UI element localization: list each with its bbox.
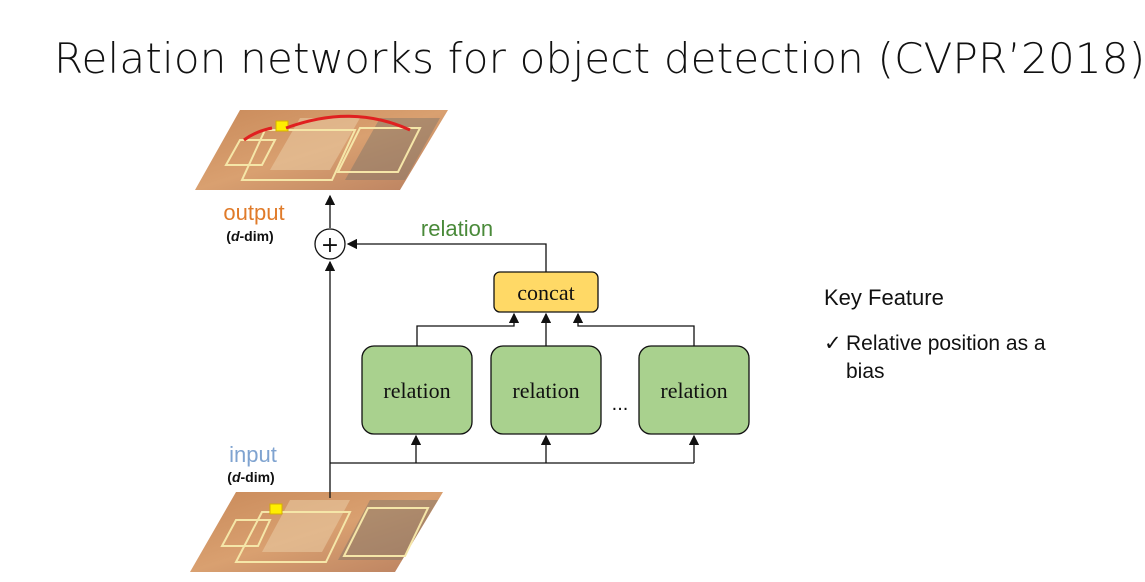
relation-module-2: relation (490, 345, 602, 435)
output-dim-label: (d-dim) (226, 228, 273, 244)
input-feature-image (190, 492, 443, 572)
key-feature-text: Relative position as a bias (846, 332, 1046, 383)
relation-network-diagram: + relation relation ... relation concat … (190, 110, 750, 572)
sum-node: + (314, 228, 346, 260)
key-feature-heading: Key Feature (824, 285, 944, 310)
output-feature-image (195, 110, 448, 190)
relation-module-label: relation (512, 378, 579, 403)
input-dim-label: (d-dim) (227, 469, 274, 485)
input-label: input (229, 442, 277, 467)
concat-module: concat (493, 271, 599, 313)
ellipsis: ... (612, 393, 629, 415)
relation-output-label: relation (421, 216, 493, 241)
relation-module-1: relation (361, 345, 473, 435)
plus-symbol: + (321, 233, 339, 258)
concat-label: concat (517, 280, 574, 305)
slide-title: Relation networks for object detection (… (54, 34, 1145, 83)
relation-module-label: relation (383, 378, 450, 403)
key-feature-item: ✓Relative position as a bias (824, 330, 1094, 386)
output-label: output (223, 200, 284, 225)
check-icon: ✓ (824, 332, 842, 355)
relation-module-label: relation (660, 378, 727, 403)
relation-module-3: relation (638, 345, 750, 435)
